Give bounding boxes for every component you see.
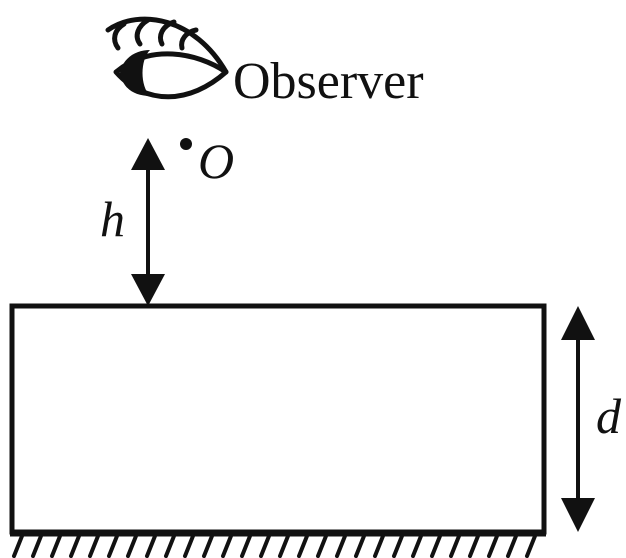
height-label: h [100,191,125,247]
hatch-line [31,534,43,558]
hatch-line [335,534,347,558]
hatch-line [373,534,385,558]
hatch-line [107,534,119,558]
height-arrow [131,138,165,306]
thickness-label: d [596,388,622,444]
hatch-line [183,534,195,558]
hatch-line [487,534,499,558]
hatch-line [12,534,24,558]
hatch-line [126,534,138,558]
hatch-line [411,534,423,558]
point-o-label: O [198,133,234,189]
eye-iris [120,50,150,96]
hatch-line [50,534,62,558]
hatch-line [164,534,176,558]
slab-block [9,303,547,535]
hatch-line [468,534,480,558]
observer-label: Observer [233,53,424,110]
hatch-line [240,534,252,558]
thickness-arrow [561,306,595,532]
mirror-hatching [12,534,537,558]
hatch-line [69,534,81,558]
hatch-line [392,534,404,558]
hatch-line [449,534,461,558]
point-o-dot [180,138,192,150]
hatch-line [221,534,233,558]
hatch-line [145,534,157,558]
hatch-line [259,534,271,558]
hatch-line [430,534,442,558]
hatch-line [278,534,290,558]
hatch-line [316,534,328,558]
hatch-line [202,534,214,558]
hatch-line [88,534,100,558]
hatch-line [506,534,518,558]
hatch-line [297,534,309,558]
hatch-line [354,534,366,558]
hatch-line [525,534,537,558]
